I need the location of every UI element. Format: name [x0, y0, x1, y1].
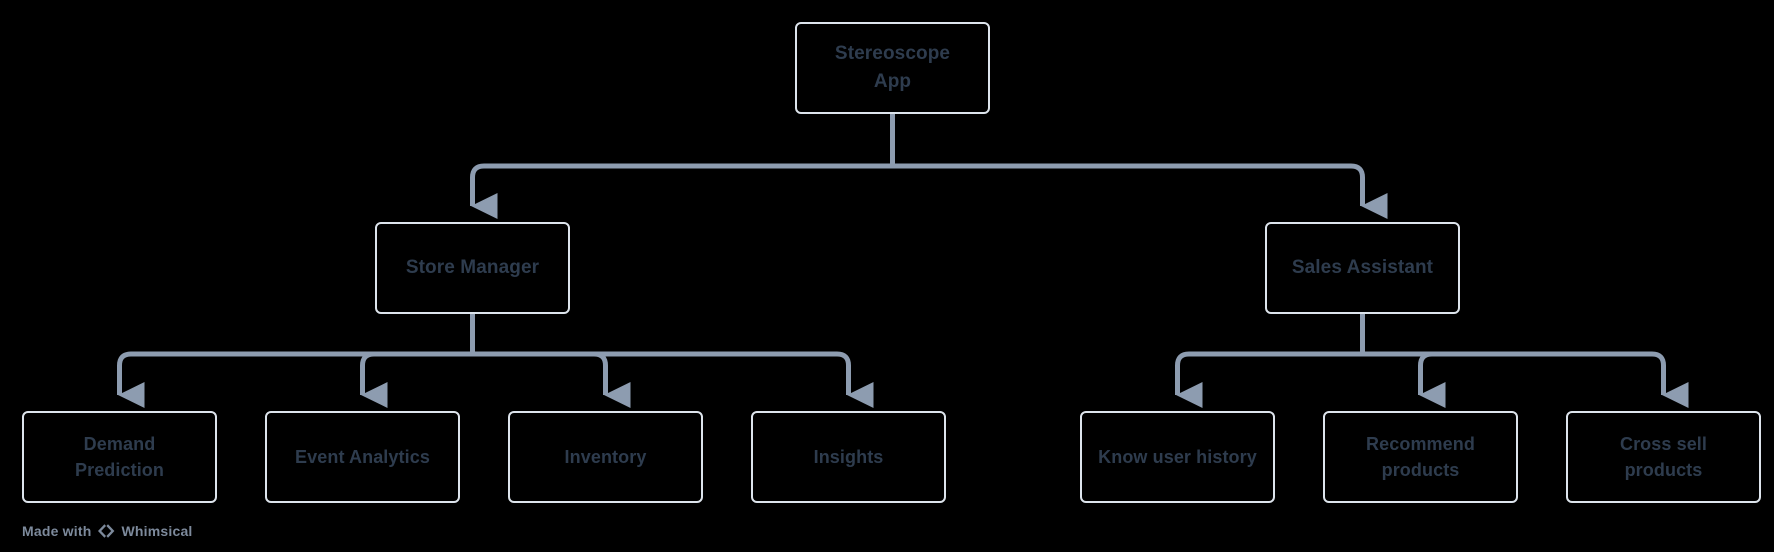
- node-label: Sales Assistant: [1291, 257, 1434, 279]
- whimsical-watermark: Made with Whimsical: [22, 523, 193, 539]
- node-insights[interactable]: Insights: [751, 411, 946, 503]
- node-cross-sell-products[interactable]: Cross sell products: [1566, 411, 1761, 503]
- whimsical-diamond-logo-icon: [97, 523, 115, 539]
- node-label: Cross sell products: [1619, 433, 1708, 480]
- edge-store-to-demand: [117, 351, 473, 409]
- node-sales-assistant[interactable]: Sales Assistant: [1265, 222, 1460, 314]
- edge-store-to-events: [360, 351, 473, 409]
- watermark-prefix: Made with: [22, 523, 92, 539]
- node-label: Recommend products: [1366, 433, 1475, 480]
- watermark-brand: Whimsical: [121, 523, 193, 539]
- node-know-user-history[interactable]: Know user history: [1080, 411, 1275, 503]
- edge-sales-to-history: [1175, 351, 1363, 409]
- node-store-manager[interactable]: Store Manager: [375, 222, 570, 314]
- edge-store-to-inventory: [472, 351, 631, 409]
- node-label: Event Analytics: [295, 446, 430, 467]
- node-label: Insights: [813, 446, 884, 467]
- node-inventory[interactable]: Inventory: [508, 411, 703, 503]
- edge-sales-to-recommend: [1362, 351, 1446, 409]
- node-label: Inventory: [564, 446, 647, 467]
- edge-root-to-store: [470, 163, 893, 220]
- node-recommend-products[interactable]: Recommend products: [1323, 411, 1518, 503]
- node-label: Store Manager: [405, 257, 540, 279]
- node-label: Stereoscope App: [834, 43, 951, 92]
- node-event-analytics[interactable]: Event Analytics: [265, 411, 460, 503]
- node-label: Demand Prediction: [74, 433, 164, 480]
- edge-store-to-insights: [472, 351, 874, 409]
- node-demand-prediction[interactable]: Demand Prediction: [22, 411, 217, 503]
- node-stereoscope-app[interactable]: Stereoscope App: [795, 22, 990, 114]
- edge-sales-to-crosssell: [1362, 351, 1689, 409]
- node-label: Know user history: [1098, 446, 1257, 467]
- edge-root-to-sales: [892, 163, 1388, 220]
